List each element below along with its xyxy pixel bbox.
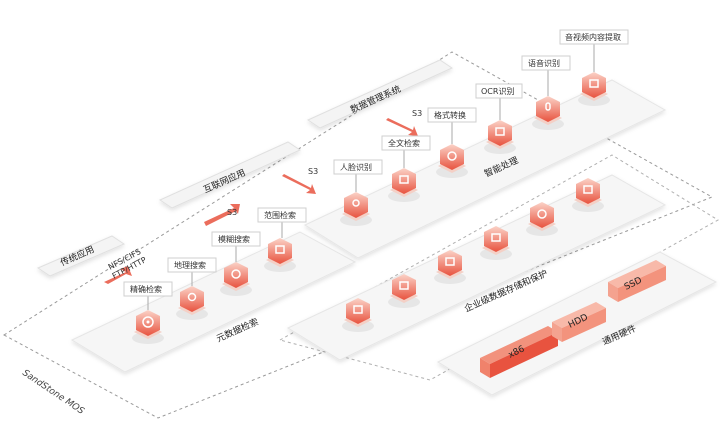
callout-fuzzy: 模糊搜索 [211,231,261,262]
stack-fuzzy-search [220,262,252,296]
hardware-hdd: HDD [552,302,606,342]
platform-metadata-search [70,231,357,373]
callout-ocr: OCR识别 [475,83,523,120]
callout-av: 音视频内容提取 [559,29,629,72]
stack-voice-recognition [532,96,564,130]
callout-exact: 精确检索 [123,281,173,310]
stack-protection-4 [480,226,512,260]
protocol-s3-a: S3 [227,208,237,217]
arrow-traditional [104,266,132,284]
stack-protection-5 [526,202,558,236]
callout-face: 人脸识别 [333,159,383,192]
callout-format: 格式转换 [427,107,477,144]
storage-boundary [278,154,719,381]
stack-protection-3 [434,250,466,284]
protocol-s3-c: S3 [412,109,422,118]
mos-boundary [3,51,714,419]
app-bar-traditional [36,235,126,277]
stack-ocr [484,120,516,154]
stack-protection-1 [342,298,374,332]
app-bar-internet [158,141,302,209]
callout-ocr-text: OCR识别 [481,87,514,96]
stack-format-conversion [436,144,468,178]
callout-range: 范围检索 [257,207,307,238]
hardware-ssd: SSD [608,260,666,302]
stack-protection-2 [388,274,420,308]
app-traditional-label: 传统应用 [58,243,96,269]
callout-exact-text: 精确检索 [130,284,162,294]
stack-fulltext-search [388,168,420,202]
platform-data-protection [286,174,667,361]
protocol-s3-b: S3 [308,167,318,176]
arrow-internet-left [204,204,240,226]
stack-protection-6 [572,178,604,212]
stack-face-recognition [340,192,372,226]
callout-fulltext: 全文检索 [381,135,431,168]
callout-fulltext-text: 全文检索 [388,138,420,148]
brand-label: SandStone MOS [20,368,86,417]
callout-format-text: 格式转换 [434,110,466,120]
stack-geo-search [176,286,208,320]
arrow-internet-right [282,174,316,194]
callout-av-text: 音视频内容提取 [565,32,621,42]
callout-voice: 语音识别 [521,55,571,96]
callout-face-text: 人脸识别 [340,162,372,172]
callout-fuzzy-text: 模糊搜索 [218,234,250,244]
app-bar-data-mgmt [306,59,454,129]
callout-voice-text: 语音识别 [528,58,560,68]
callout-geo: 地理搜索 [167,257,217,286]
callout-range-text: 范围检索 [264,210,296,220]
stack-range-search [264,238,296,272]
stack-av-extraction [578,72,610,106]
arrow-data-mgmt [386,118,418,136]
hardware-x86: x86 [480,326,558,378]
callout-geo-text: 地理搜索 [174,260,206,270]
stack-exact-search [132,310,164,344]
